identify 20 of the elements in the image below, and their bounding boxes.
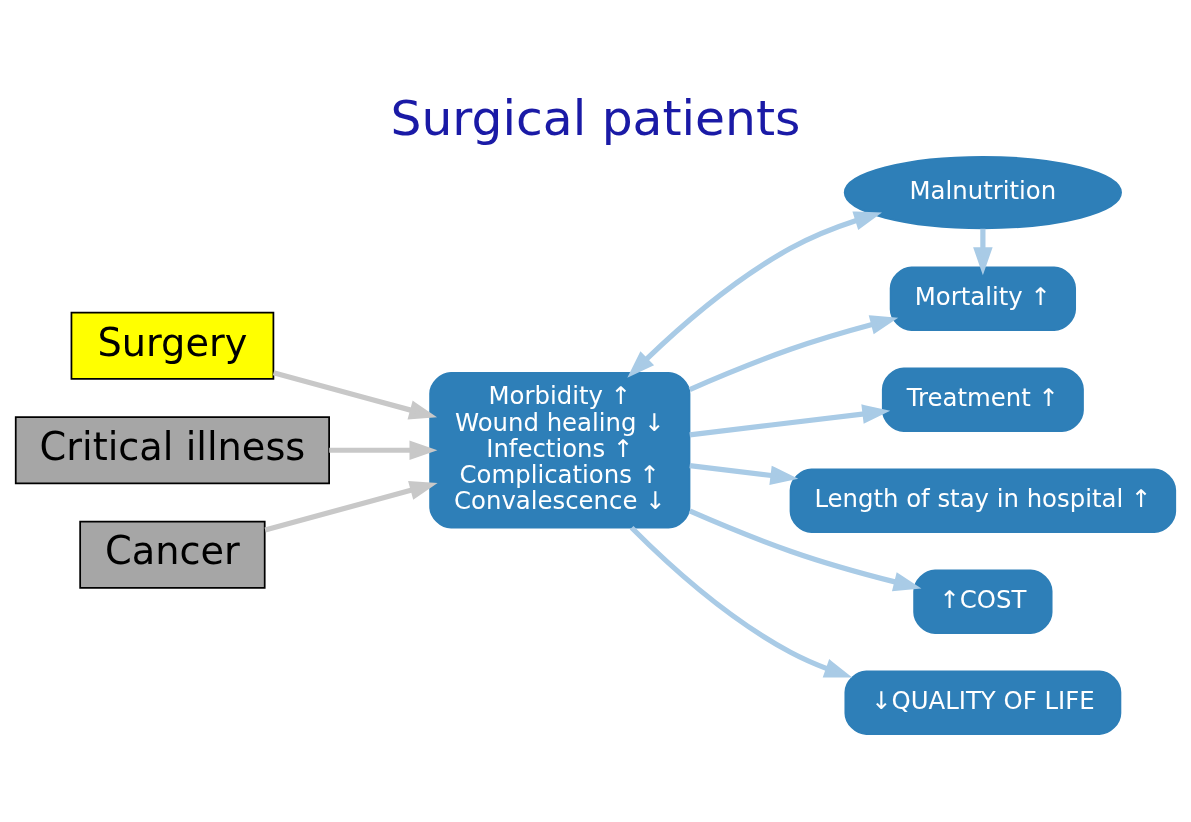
node-box: Surgery [70, 311, 275, 380]
arrow [688, 314, 899, 392]
arrow [629, 525, 853, 678]
node-box: Cancer [79, 520, 266, 589]
node-box: Length of stay in hospital ↑ [789, 468, 1177, 533]
arrow [272, 369, 438, 419]
arrow [264, 480, 438, 532]
node-box: Morbidity ↑ Wound healing ↓ Infections ↑ Complications ↑ Convalescence ↓ [429, 371, 691, 529]
arrow [973, 228, 993, 275]
arrow [689, 403, 891, 437]
arrow [688, 508, 922, 591]
node-box: ↑COST [913, 569, 1053, 634]
arrow [689, 462, 799, 485]
node-box: Treatment ↑ [881, 367, 1084, 432]
node-box: Mortality ↑ [889, 266, 1077, 331]
arrow [329, 439, 438, 460]
diagram-title: Surgical patients [390, 89, 801, 146]
arrow [627, 210, 882, 378]
node-box: ↓QUALITY OF LIFE [844, 670, 1122, 735]
node-box: Critical illness [14, 415, 330, 484]
